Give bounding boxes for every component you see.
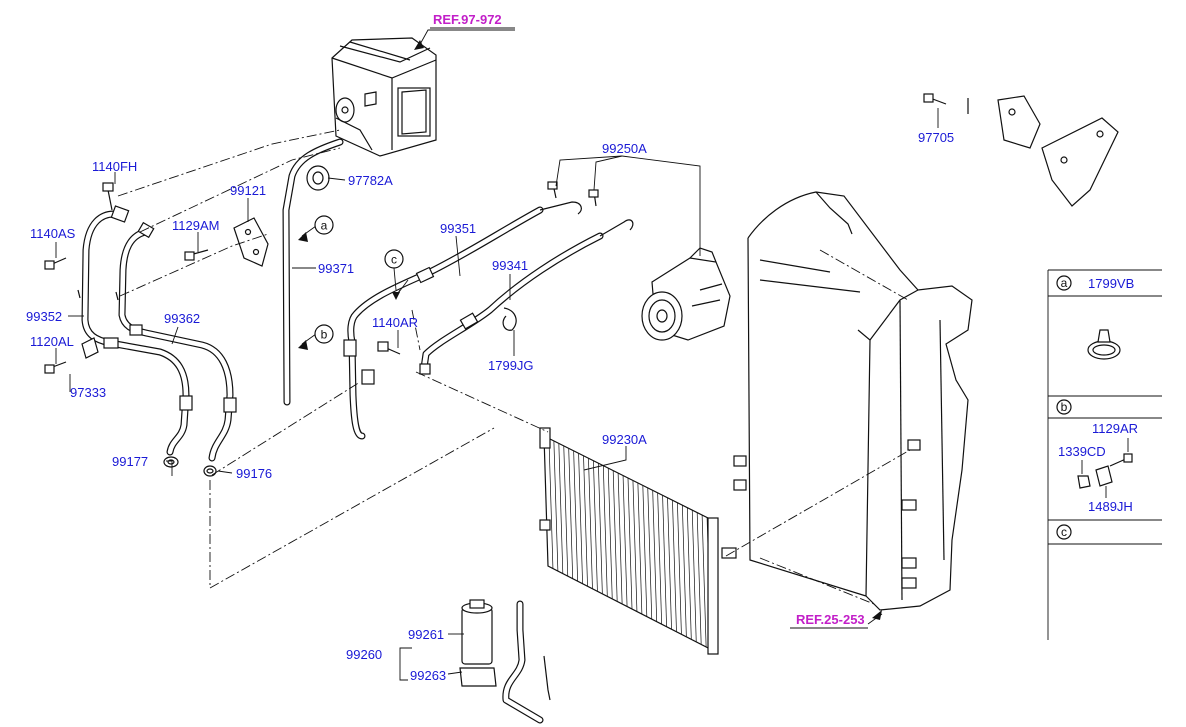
legend-row-b: b 1129AR 1339CD 1489JH bbox=[1056, 399, 1138, 514]
label-99263: 99263 bbox=[410, 668, 446, 683]
clip-drawing bbox=[81, 337, 99, 359]
condenser-fin bbox=[657, 492, 662, 625]
condenser-fin bbox=[548, 438, 554, 569]
callout-b: b bbox=[314, 324, 334, 344]
compressor-drawing bbox=[641, 247, 731, 341]
label-97705: 97705 bbox=[918, 130, 954, 145]
legend-part-1799vb: 1799VB bbox=[1088, 276, 1134, 291]
grommet-drawing bbox=[306, 165, 330, 191]
condenser-fin bbox=[652, 490, 658, 622]
label-99351: 99351 bbox=[440, 221, 476, 236]
condenser-fin bbox=[563, 445, 569, 577]
condenser-fin bbox=[583, 455, 588, 587]
condenser-fin bbox=[612, 470, 618, 602]
label-99260: 99260 bbox=[346, 647, 382, 662]
svg-text:a: a bbox=[321, 219, 328, 233]
legend-row-c: c bbox=[1056, 524, 1072, 540]
condenser-fin bbox=[637, 482, 643, 615]
label-1799jg: 1799JG bbox=[488, 358, 534, 373]
condenser-fin bbox=[598, 463, 603, 594]
label-99176: 99176 bbox=[236, 466, 272, 481]
compressor-bolts-drawing bbox=[547, 181, 599, 207]
label-1140as: 1140AS bbox=[30, 226, 76, 241]
legend-key-b: b bbox=[1061, 400, 1068, 414]
condenser-fin bbox=[696, 512, 702, 645]
label-99121: 99121 bbox=[230, 183, 266, 198]
condenser-fin bbox=[593, 460, 598, 592]
condenser-fin bbox=[677, 502, 682, 635]
condenser-fin bbox=[672, 500, 677, 632]
label-97782a: 97782A bbox=[348, 173, 393, 188]
condenser-fin bbox=[686, 507, 692, 640]
radiator-assembly-drawing bbox=[733, 191, 973, 611]
legend-table: a 1799VB b 1129AR 1339CD 1489JH c bbox=[1047, 269, 1162, 640]
label-99177: 99177 bbox=[112, 454, 148, 469]
ref-radiator-label: REF.25-253 bbox=[796, 612, 865, 627]
condenser-fin bbox=[607, 468, 613, 599]
suction-hose-drawing bbox=[81, 205, 237, 477]
ref-hvac-label: REF.97-972 bbox=[433, 12, 502, 27]
legend-part-1129ar: 1129AR bbox=[1092, 421, 1138, 436]
bracket-drawing bbox=[233, 217, 269, 267]
label-99261: 99261 bbox=[408, 627, 444, 642]
svg-text:c: c bbox=[391, 253, 397, 267]
condenser-fin bbox=[682, 505, 687, 637]
condenser-fin bbox=[622, 475, 628, 607]
label-99352: 99352 bbox=[26, 309, 62, 324]
hose-clip-drawing bbox=[502, 307, 517, 331]
label-99230a: 99230A bbox=[602, 432, 647, 447]
condenser-fin bbox=[558, 443, 564, 574]
callout-a: a bbox=[314, 215, 334, 235]
label-1140ar: 1140AR bbox=[372, 315, 418, 330]
label-99341: 99341 bbox=[492, 258, 528, 273]
svg-text:b: b bbox=[321, 328, 328, 342]
arrowheads bbox=[298, 40, 882, 620]
condenser-fin bbox=[627, 477, 633, 610]
callout-c: c bbox=[384, 249, 404, 269]
condenser-fin bbox=[573, 450, 578, 582]
condenser-fin bbox=[588, 458, 593, 589]
label-1129am: 1129AM bbox=[172, 218, 219, 233]
condenser-fin bbox=[568, 448, 574, 579]
legend-row-a: a 1799VB bbox=[1056, 275, 1134, 360]
condenser-fin bbox=[662, 495, 667, 627]
label-1120al: 1120AL bbox=[30, 334, 74, 349]
legend-key-c: c bbox=[1061, 525, 1067, 539]
mounting-bracket-drawing bbox=[923, 93, 1119, 207]
condenser-fin bbox=[617, 473, 623, 604]
dashdot-leaders bbox=[117, 129, 911, 605]
condenser-fin bbox=[691, 510, 697, 642]
condenser-fin bbox=[632, 480, 638, 612]
legend-part-1489jh: 1489JH bbox=[1088, 499, 1133, 514]
condenser-drawing bbox=[539, 427, 737, 655]
condenser-fin bbox=[578, 453, 583, 584]
condenser-fin bbox=[701, 515, 707, 647]
label-99371: 99371 bbox=[318, 261, 354, 276]
label-99362: 99362 bbox=[164, 311, 200, 326]
drain-hose-drawing bbox=[282, 138, 344, 406]
hvac-unit-drawing bbox=[331, 37, 437, 157]
bolt-drawings-left bbox=[44, 182, 209, 374]
label-99250a: 99250A bbox=[602, 141, 647, 156]
receiver-drier-drawing bbox=[459, 599, 551, 724]
label-1140fh: 1140FH bbox=[92, 159, 137, 174]
legend-key-a: a bbox=[1061, 276, 1068, 290]
label-leaders bbox=[55, 29, 939, 681]
legend-part-1339cd: 1339CD bbox=[1058, 444, 1106, 459]
label-97333: 97333 bbox=[70, 385, 106, 400]
discharge-hose-drawing bbox=[343, 201, 634, 440]
condenser-fin bbox=[667, 497, 672, 630]
bolt-1140ar-drawing bbox=[377, 341, 401, 355]
condenser-fin bbox=[642, 485, 648, 617]
condenser-fin bbox=[647, 487, 653, 620]
condenser-fin bbox=[602, 465, 608, 597]
condenser-fin bbox=[553, 440, 559, 572]
